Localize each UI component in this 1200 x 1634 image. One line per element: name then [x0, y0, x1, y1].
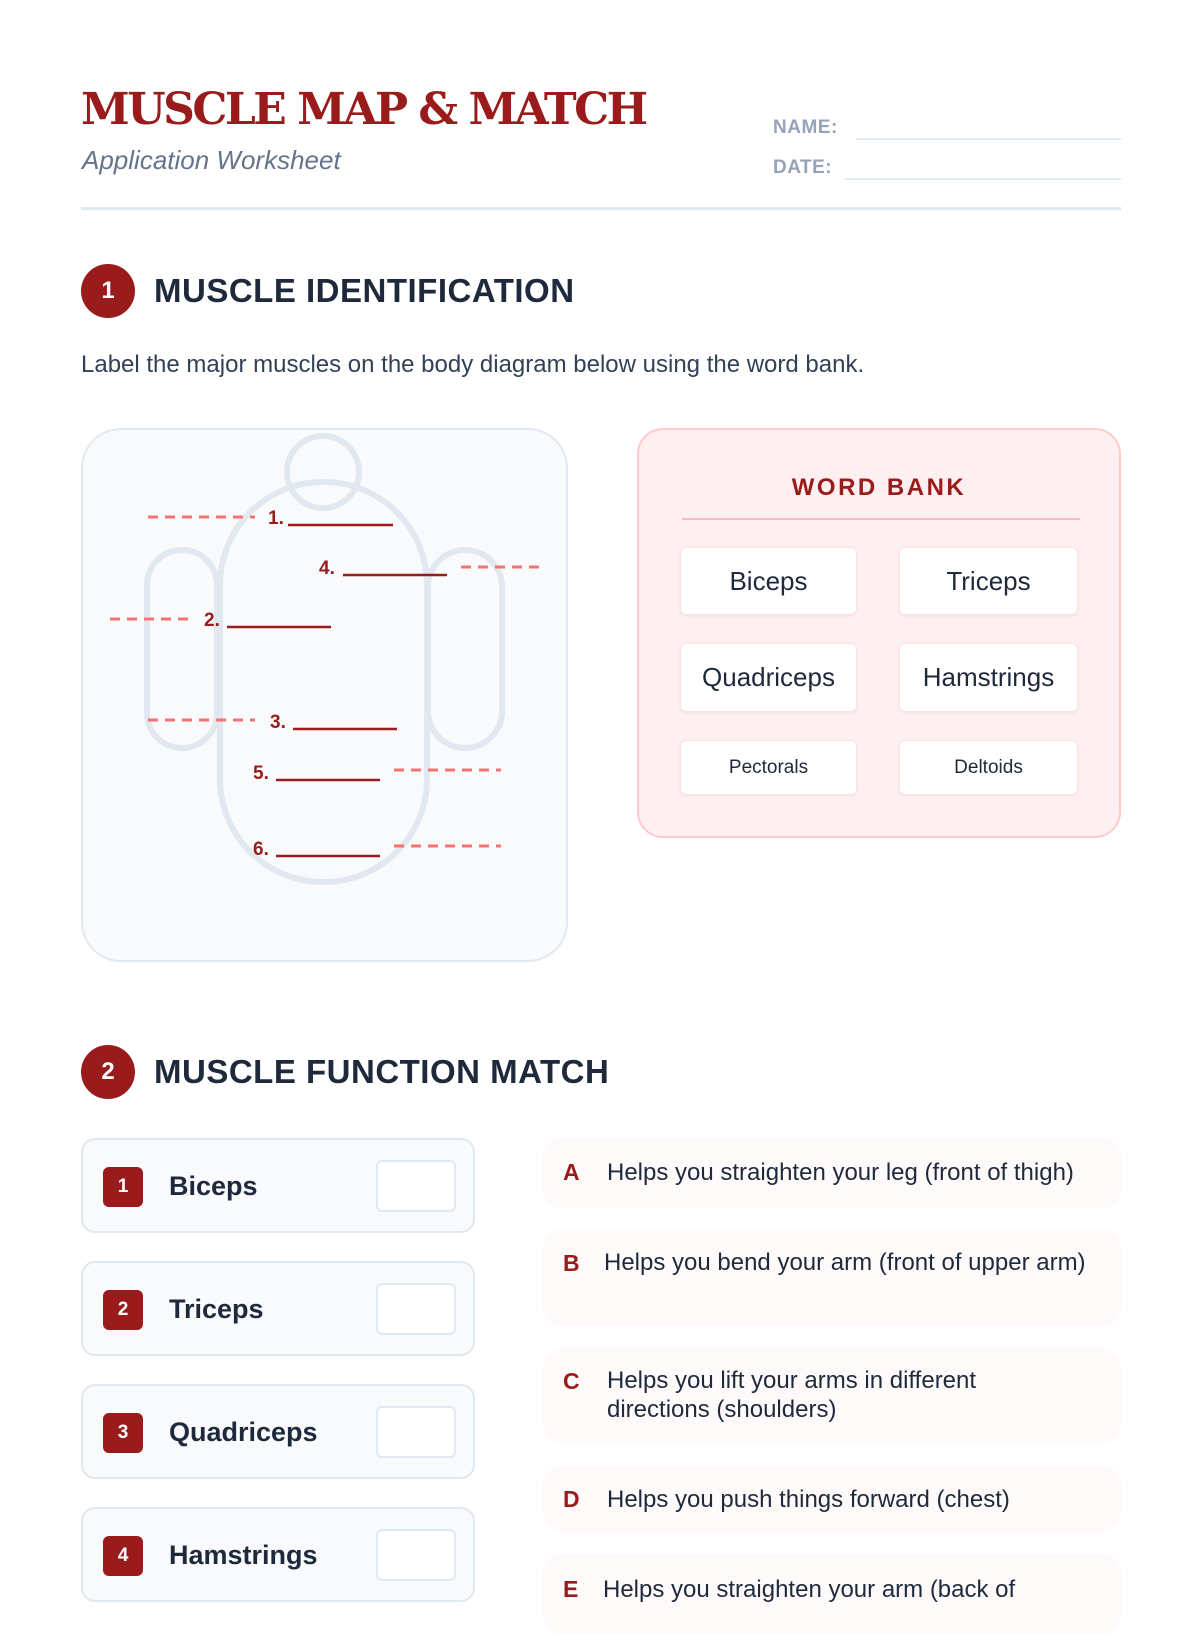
label-5: 5.	[253, 763, 269, 784]
section-heading: MUSCLE FUNCTION MATCH	[154, 1053, 610, 1090]
function-item: E Helps you straighten your arm (back of	[543, 1554, 1121, 1634]
muscle-number: 3	[103, 1413, 143, 1453]
answer-box[interactable]	[376, 1529, 456, 1581]
left-arm-outline	[144, 547, 220, 751]
section-number-badge: 1	[81, 264, 135, 318]
function-item: D Helps you push things forward (chest)	[543, 1466, 1121, 1533]
function-letter: E	[563, 1576, 579, 1602]
function-letter: A	[563, 1159, 580, 1185]
function-item: B Helps you bend your arm (front of uppe…	[543, 1229, 1121, 1326]
date-label: DATE:	[773, 157, 833, 178]
answer-box[interactable]	[376, 1283, 456, 1335]
body-outline-figure: 1. 2. 3. 4. 5. 6.	[110, 433, 541, 885]
function-letter: B	[563, 1250, 580, 1276]
word-bank-title: WORD BANK	[791, 474, 967, 501]
word-chip: Biceps	[680, 547, 857, 615]
muscle-name: Quadriceps	[169, 1417, 318, 1447]
worksheet-title: MUSCLE MAP & MATCH	[81, 84, 648, 135]
muscle-card: 4 Hamstrings	[81, 1507, 475, 1602]
word-chip: Deltoids	[899, 740, 1078, 795]
muscle-number: 4	[103, 1536, 143, 1576]
answer-blanks	[227, 523, 447, 858]
head-outline	[284, 433, 362, 511]
muscle-card: 3 Quadriceps	[81, 1384, 475, 1479]
section-heading: MUSCLE IDENTIFICATION	[154, 272, 575, 309]
function-text: Helps you bend your arm (front of upper …	[604, 1249, 1086, 1276]
label-2: 2.	[204, 610, 220, 631]
section-number-badge: 2	[81, 1045, 135, 1099]
leader-lines	[110, 515, 541, 848]
right-arm-outline	[425, 547, 505, 751]
muscle-name: Hamstrings	[169, 1540, 318, 1570]
muscle-name: Biceps	[169, 1171, 258, 1201]
label-1: 1.	[268, 508, 284, 529]
function-letter: D	[563, 1486, 580, 1512]
answer-box[interactable]	[376, 1406, 456, 1458]
word-bank-divider	[682, 518, 1080, 520]
muscle-number: 2	[103, 1290, 143, 1330]
function-letter: C	[563, 1368, 580, 1394]
word-chip: Quadriceps	[680, 643, 857, 712]
torso-outline	[217, 479, 430, 885]
muscle-card: 1 Biceps	[81, 1138, 475, 1233]
muscle-name: Triceps	[169, 1294, 264, 1324]
label-3: 3.	[270, 712, 286, 733]
muscle-number: 1	[103, 1167, 143, 1207]
word-chip: Pectorals	[680, 740, 857, 795]
name-label: NAME:	[773, 117, 838, 138]
label-6: 6.	[253, 839, 269, 860]
body-diagram: 1. 2. 3. 4. 5. 6.	[81, 428, 568, 962]
worksheet-subtitle: Application Worksheet	[82, 145, 341, 175]
word-chip: Hamstrings	[899, 643, 1078, 712]
answer-box[interactable]	[376, 1160, 456, 1212]
function-text: Helps you lift your arms in different di…	[607, 1367, 977, 1423]
word-bank: WORD BANK Biceps Triceps Quadriceps Hams…	[637, 428, 1121, 838]
function-text: Helps you straighten your arm (back of	[603, 1576, 1016, 1603]
word-chip: Triceps	[899, 547, 1078, 615]
date-field[interactable]	[845, 178, 1121, 180]
function-item: A Helps you straighten your leg (front o…	[543, 1138, 1121, 1208]
function-text: Helps you push things forward (chest)	[607, 1486, 1010, 1513]
header-divider	[81, 207, 1121, 210]
label-4: 4.	[319, 558, 335, 579]
function-item: C Helps you lift your arms in different …	[543, 1347, 1121, 1444]
instructions: Label the major muscles on the body diag…	[81, 351, 865, 378]
muscle-card: 2 Triceps	[81, 1261, 475, 1356]
function-text: Helps you straighten your leg (front of …	[607, 1159, 1074, 1186]
name-field[interactable]	[856, 138, 1121, 140]
